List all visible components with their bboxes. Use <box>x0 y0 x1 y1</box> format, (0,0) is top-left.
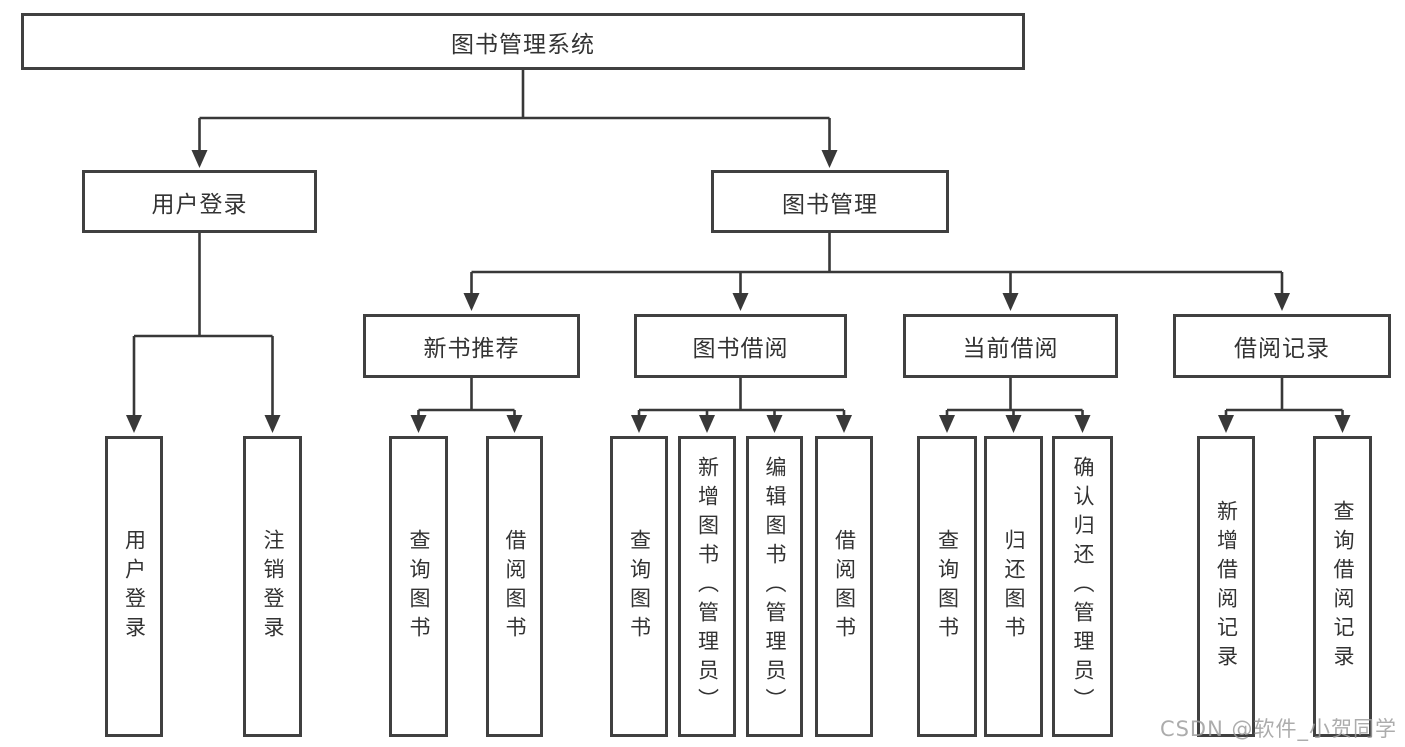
node-leaf-edit-books-admin: 编辑图书（管理员） <box>746 436 803 737</box>
node-user-login-module: 用户登录 <box>82 170 317 233</box>
node-leaf-add-borrow-record: 新增借阅记录 <box>1197 436 1255 737</box>
node-new-book-recommend: 新书推荐 <box>363 314 580 378</box>
node-label: 新增图书（管理员） <box>695 456 720 717</box>
csdn-watermark: CSDN @软件_小贺同学 <box>1159 717 1397 741</box>
node-label: 图书管理 <box>782 191 878 218</box>
node-label: 借阅记录 <box>1234 336 1330 362</box>
node-label: 查询图书 <box>627 528 652 645</box>
node-label: 查询图书 <box>407 528 431 645</box>
node-label: 当前借阅 <box>962 336 1059 362</box>
node-label: 新增借阅记录 <box>1214 499 1239 674</box>
node-leaf-confirm-return-admin: 确认归还（管理员） <box>1052 436 1113 737</box>
node-leaf-query-books-2: 查询图书 <box>610 436 668 737</box>
node-label: 借阅图书 <box>503 528 527 645</box>
node-leaf-user-login: 用户登录 <box>105 436 163 737</box>
node-label: 新书推荐 <box>423 336 520 362</box>
node-label: 查询图书 <box>935 528 960 645</box>
node-leaf-borrow-books-1: 借阅图书 <box>486 436 543 737</box>
node-leaf-add-books-admin: 新增图书（管理员） <box>678 436 736 737</box>
node-label: 借阅图书 <box>832 528 857 645</box>
node-leaf-return-books: 归还图书 <box>984 436 1043 737</box>
node-leaf-query-books-1: 查询图书 <box>389 436 448 737</box>
node-book-management-module: 图书管理 <box>711 170 949 233</box>
node-leaf-logout: 注销登录 <box>243 436 302 737</box>
node-leaf-query-books-3: 查询图书 <box>917 436 977 737</box>
node-label: 编辑图书（管理员） <box>763 456 787 717</box>
node-root-system: 图书管理系统 <box>21 13 1025 70</box>
node-leaf-borrow-books-2: 借阅图书 <box>815 436 873 737</box>
node-root-label: 图书管理系统 <box>451 31 595 58</box>
node-current-borrowing: 当前借阅 <box>903 314 1118 378</box>
node-book-borrowing: 图书借阅 <box>634 314 847 378</box>
node-label: 用户登录 <box>151 191 248 218</box>
node-label: 归还图书 <box>1002 528 1026 645</box>
node-label: 图书借阅 <box>692 336 789 362</box>
node-label: 查询借阅记录 <box>1331 499 1355 674</box>
node-label: 用户登录 <box>122 528 147 645</box>
node-leaf-query-borrow-record: 查询借阅记录 <box>1313 436 1372 737</box>
node-label: 注销登录 <box>261 528 285 645</box>
node-borrowing-records: 借阅记录 <box>1173 314 1391 378</box>
node-label: 确认归还（管理员） <box>1071 456 1095 717</box>
